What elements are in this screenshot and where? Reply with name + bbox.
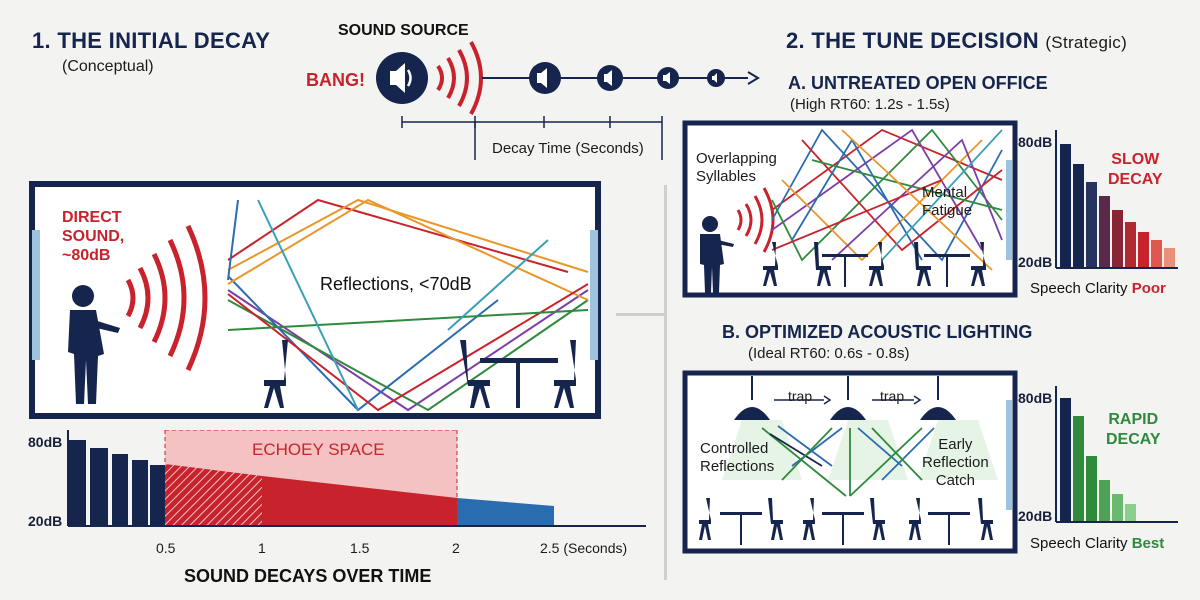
decay-bar bbox=[1112, 494, 1123, 522]
left-title: 1. THE INITIAL DECAY bbox=[32, 28, 271, 53]
section-a-subtitle: (High RT60: 1.2s - 1.5s) bbox=[790, 96, 950, 113]
speaker-icon-2 bbox=[529, 62, 561, 94]
direct-sound-label: DIRECT SOUND, ~80dB bbox=[62, 209, 125, 264]
decay-bar bbox=[1164, 248, 1175, 268]
decay-chart-initial bbox=[67, 430, 646, 527]
decay-bar bbox=[1099, 196, 1110, 268]
decay-bar bbox=[1060, 144, 1071, 268]
decay-bar bbox=[1086, 456, 1097, 522]
section-a-title: A. UNTREATED OPEN OFFICE bbox=[788, 73, 1048, 93]
trap-label-1: trap bbox=[788, 388, 813, 404]
clarity-b: Speech Clarity Best bbox=[1030, 535, 1165, 552]
decay-bar bbox=[1099, 480, 1110, 522]
x-tick-2: 1.5 bbox=[350, 540, 370, 556]
decay-bar bbox=[1125, 222, 1136, 268]
x-tick-1: 1 bbox=[258, 540, 266, 556]
speaker-icon-3 bbox=[597, 65, 623, 91]
room-optimized bbox=[682, 370, 1018, 554]
clarity-b-value: Best bbox=[1131, 535, 1165, 552]
echo-label: ECHOEY SPACE bbox=[252, 440, 385, 459]
decay-time-label: Decay Time (Seconds) bbox=[492, 140, 644, 157]
office-furniture-icon bbox=[264, 340, 576, 408]
direct-sound-waves-icon bbox=[125, 224, 208, 372]
decay-timeline bbox=[376, 41, 760, 160]
section-b-title: B. OPTIMIZED ACOUSTIC LIGHTING bbox=[722, 322, 1033, 342]
decay-bar bbox=[1086, 182, 1097, 268]
section-b-subtitle: (Ideal RT60: 0.6s - 0.8s) bbox=[748, 345, 910, 362]
room-initial bbox=[29, 181, 601, 419]
decay-bar bbox=[1073, 416, 1084, 522]
sound-waves-icon bbox=[436, 41, 483, 115]
decay-chart-rapid bbox=[1055, 386, 1178, 523]
decay-caption: SOUND DECAYS OVER TIME bbox=[184, 566, 432, 586]
decay-bar bbox=[1073, 164, 1084, 268]
reflection-arrows bbox=[227, 198, 589, 412]
a-y-top: 80dB bbox=[1018, 134, 1053, 150]
room-untreated bbox=[682, 120, 1018, 298]
reflections-label: Reflections, <70dB bbox=[320, 274, 472, 294]
decay-bar bbox=[1125, 504, 1136, 522]
decay-bar bbox=[1138, 232, 1149, 268]
speaker-icon-large bbox=[376, 52, 428, 104]
right-title: 2. THE TUNE DECISION (Strategic) bbox=[786, 28, 1128, 53]
right-title-note: (Strategic) bbox=[1045, 33, 1128, 52]
x-tick-0: 0.5 bbox=[156, 540, 176, 556]
b-y-bottom: 20dB bbox=[1018, 508, 1053, 524]
x-tick-3: 2 bbox=[452, 540, 460, 556]
trap-label-2: trap bbox=[880, 388, 905, 404]
decay-chart-slow bbox=[1055, 130, 1178, 269]
divider bbox=[664, 185, 667, 580]
acoustic-lights-icon bbox=[722, 376, 998, 480]
x-tick-4: 2.5 (Seconds) bbox=[540, 540, 628, 556]
clarity-a: Speech Clarity Poor bbox=[1030, 280, 1166, 297]
decay-bar bbox=[1112, 210, 1123, 268]
speaker-icon-5 bbox=[707, 69, 725, 87]
speaker-person-icon bbox=[68, 285, 120, 404]
office-furniture-icon-b bbox=[699, 498, 993, 545]
speaker-person-icon-a bbox=[700, 216, 734, 293]
left-y-bottom: 20dB bbox=[28, 513, 63, 529]
decay-bar bbox=[1060, 398, 1071, 522]
speaker-icon-4 bbox=[657, 67, 679, 89]
left-subtitle: (Conceptual) bbox=[62, 58, 154, 75]
clarity-a-value: Poor bbox=[1131, 280, 1166, 297]
bang-label: BANG! bbox=[306, 70, 365, 90]
left-y-top: 80dB bbox=[28, 434, 63, 450]
controlled-reflection-arrows bbox=[761, 425, 935, 497]
decay-bar bbox=[1151, 240, 1162, 268]
office-furniture-icon-a bbox=[763, 242, 986, 287]
chaotic-reflection-arrows bbox=[771, 128, 1003, 271]
sound-source-label: SOUND SOURCE bbox=[338, 22, 469, 39]
divider-branch bbox=[616, 313, 666, 316]
a-y-bottom: 20dB bbox=[1018, 254, 1053, 270]
b-y-top: 80dB bbox=[1018, 390, 1053, 406]
